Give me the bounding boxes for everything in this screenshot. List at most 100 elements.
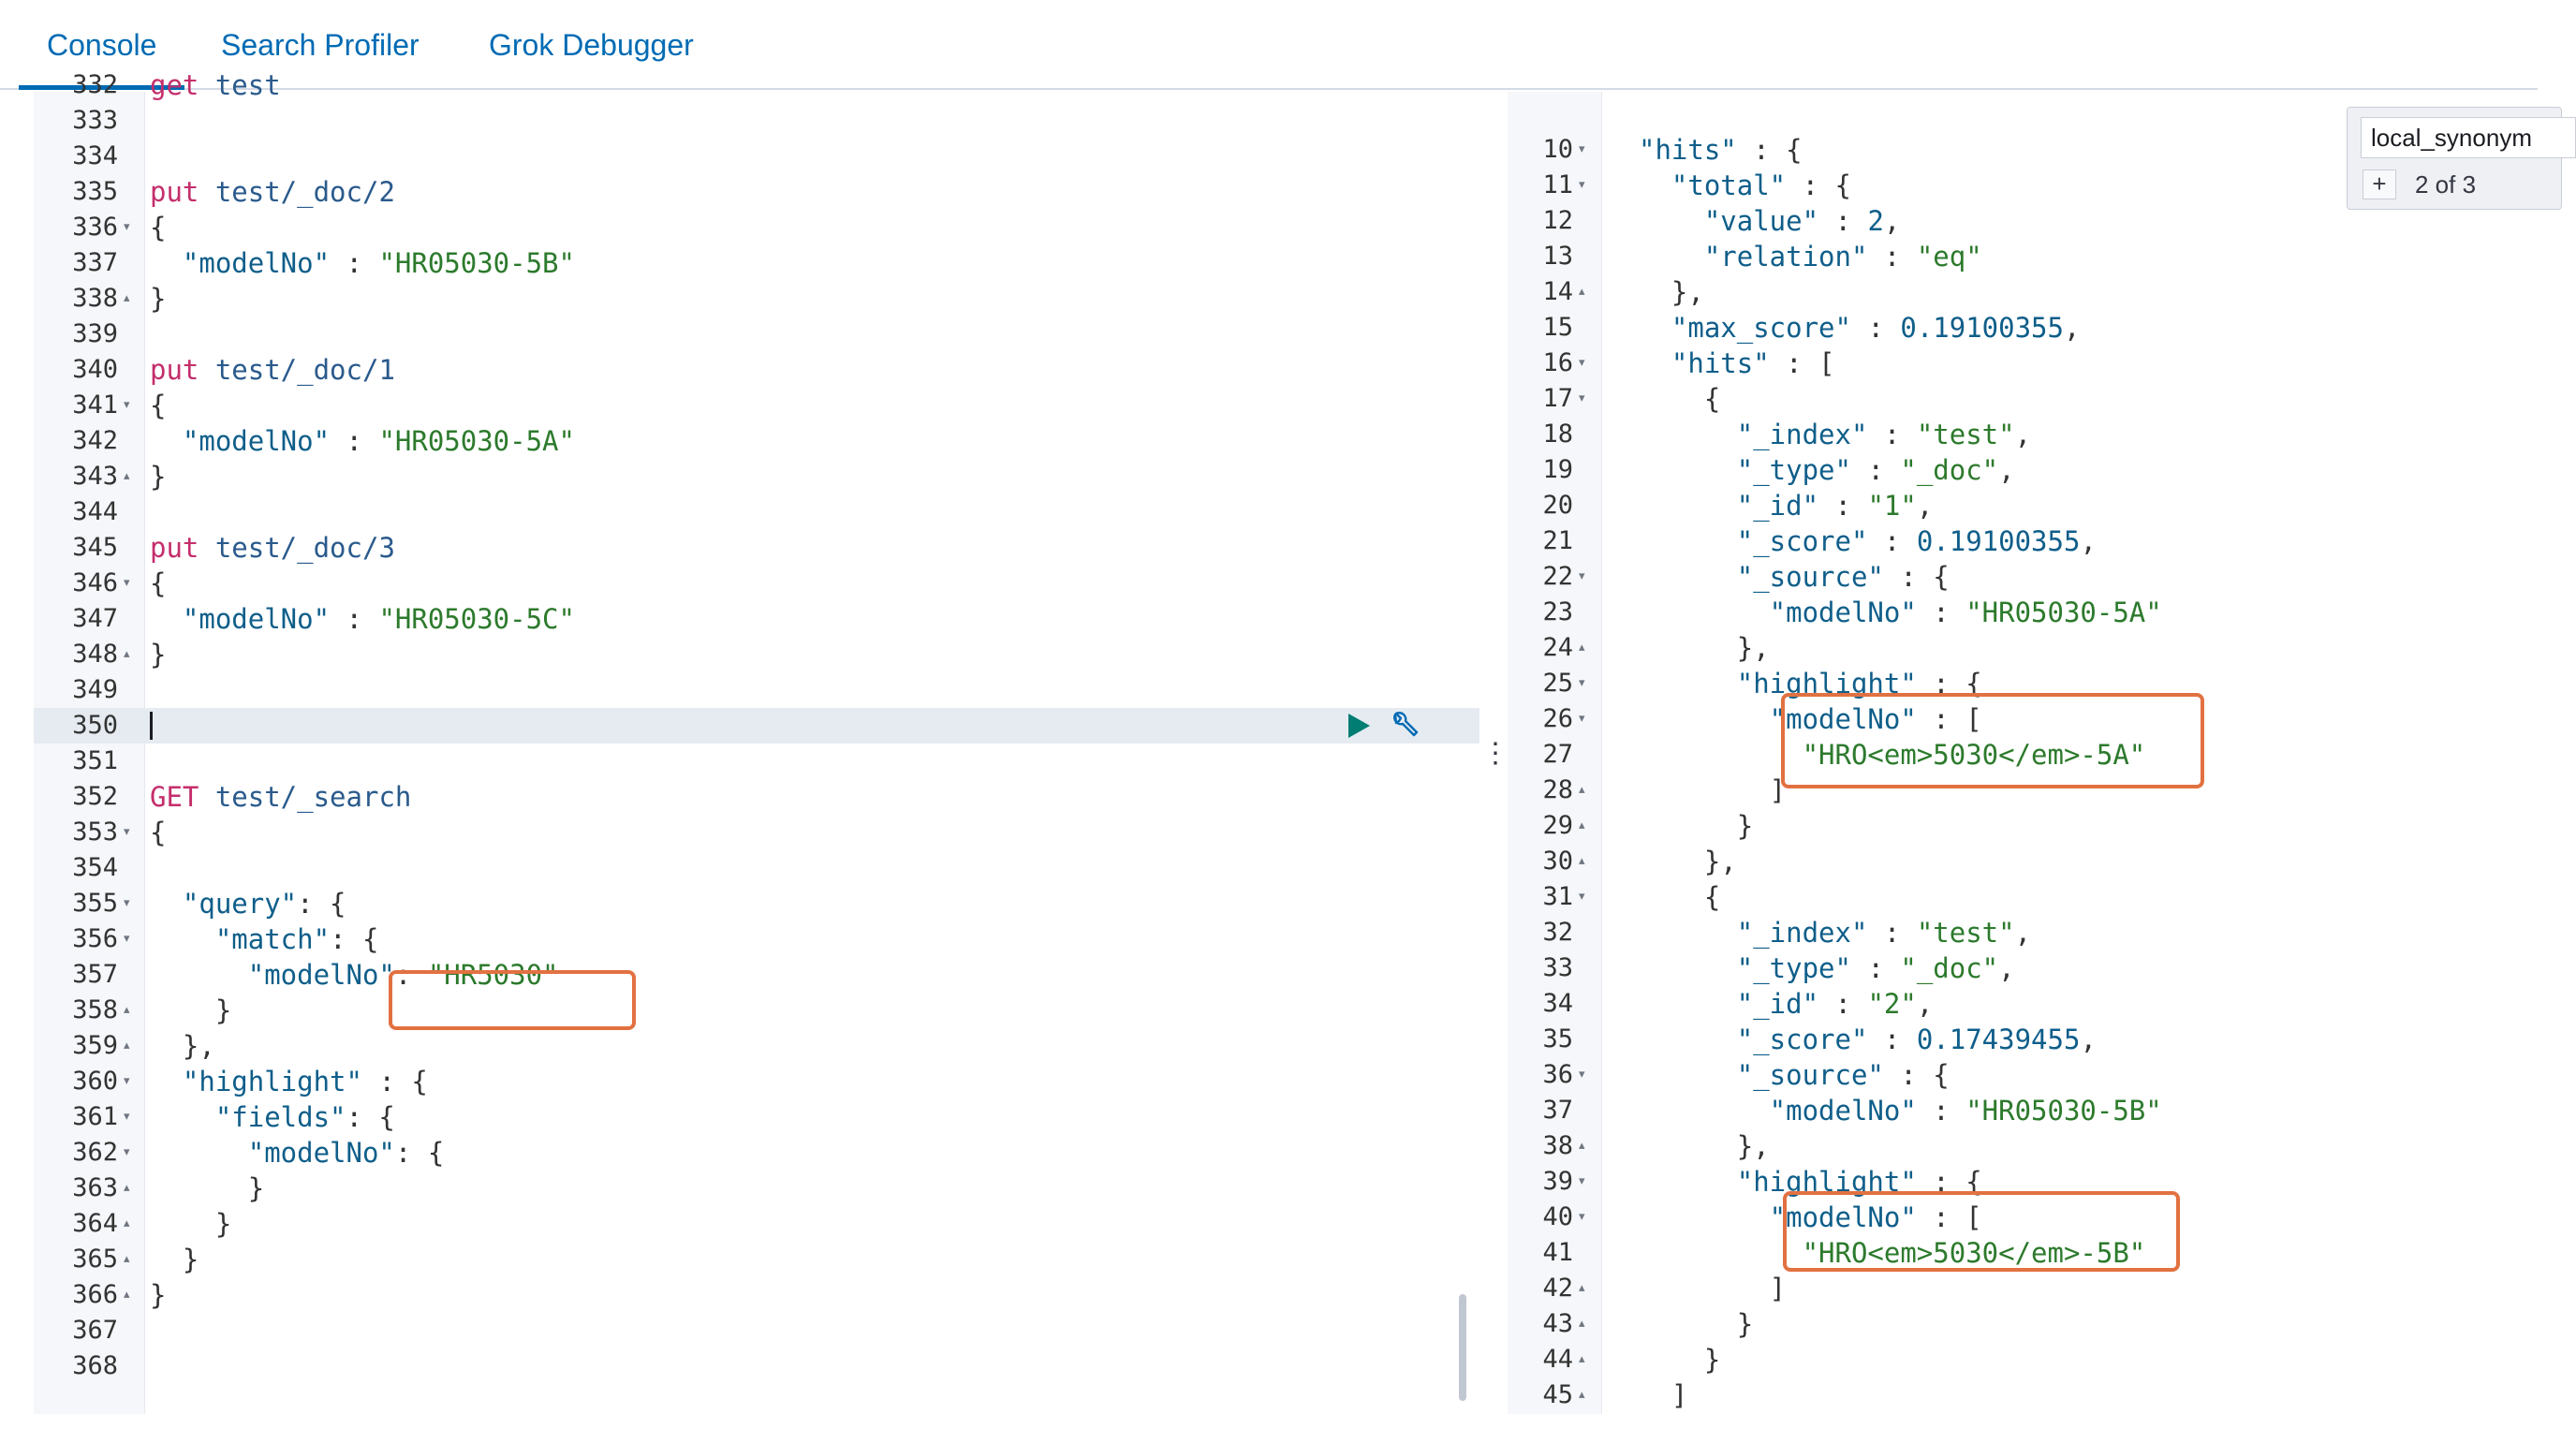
fold-toggle-icon[interactable]: ▴ [124,469,130,483]
fold-toggle-icon[interactable]: ▴ [124,1216,130,1230]
fold-toggle-icon[interactable]: ▾ [124,932,130,946]
code-token: put [150,176,215,208]
output-line: 15 "max_score" : 0.19100355, [1508,310,2538,346]
line-number: 351 [72,746,118,775]
line-number: 340 [72,355,118,384]
fold-toggle-icon[interactable]: ▾ [1579,178,1585,192]
fold-toggle-icon[interactable]: ▾ [124,1110,130,1124]
fold-toggle-icon[interactable]: ▴ [124,1252,130,1266]
pane-resizer[interactable]: ⋮ [1481,738,1509,769]
fold-toggle-icon[interactable]: ▴ [1579,641,1585,655]
fold-toggle-icon[interactable]: ▴ [1579,854,1585,868]
code-text: ] [1639,1271,1786,1306]
request-options-button[interactable] [1388,709,1421,743]
line-number: 353 [72,818,118,847]
code-token: , [2014,419,2032,450]
fold-toggle-icon[interactable]: ▴ [1579,285,1585,299]
fold-toggle-icon[interactable]: ▴ [1579,1352,1585,1366]
code-text: { [150,210,166,245]
line-number: 360 [72,1067,118,1096]
fold-toggle-icon[interactable]: ▴ [1579,783,1585,797]
code-token: "match" [150,923,331,955]
code-token: }, [1639,1130,1770,1162]
code-token: } [150,639,167,670]
search-replace-toggle[interactable]: + [2363,169,2396,199]
fold-toggle-icon[interactable]: ▾ [124,576,130,590]
active-line-highlight [34,708,1479,744]
fold-toggle-icon[interactable]: ▴ [124,647,130,661]
line-number: 355 [72,889,118,918]
code-token: , [1916,988,1934,1020]
line-number: 345 [72,533,118,562]
fold-toggle-icon[interactable]: ▾ [124,220,130,234]
line-number: 44 [1542,1345,1573,1374]
code-token: : [330,603,379,635]
line-number: 341 [72,390,118,420]
code-token: : [1867,241,1917,273]
fold-toggle-icon[interactable]: ▾ [124,825,130,839]
fold-toggle-icon[interactable]: ▴ [1579,1388,1585,1402]
code-text: "relation" : "eq" [1639,239,1982,274]
code-text: } [150,1242,199,1277]
fold-toggle-icon[interactable]: ▴ [124,1181,130,1195]
code-token: : { [1916,668,1982,700]
line-number: 338 [72,284,118,313]
editor-scrollbar[interactable] [1459,1294,1466,1401]
code-token: "HR5030" [427,959,559,991]
fold-toggle-icon[interactable]: ▾ [1579,142,1585,156]
fold-toggle-icon[interactable]: ▴ [124,1003,130,1017]
tab-search-profiler[interactable]: Search Profiler [221,28,420,62]
fold-toggle-icon[interactable]: ▾ [124,896,130,910]
fold-toggle-icon[interactable]: ▴ [1579,1317,1585,1331]
code-token: "modelNo" [150,603,331,635]
code-token: } [150,461,167,493]
code-token: , [1883,205,1901,237]
tab-grok-debugger[interactable]: Grok Debugger [489,28,694,62]
line-number: 22 [1542,562,1573,591]
fold-toggle-icon[interactable]: ▾ [1579,676,1585,690]
output-line: 17▾ { [1508,381,2538,417]
fold-toggle-icon[interactable]: ▾ [1579,890,1585,904]
code-token: "_id" [1639,490,1819,522]
fold-toggle-icon[interactable]: ▾ [1579,356,1585,370]
fold-toggle-icon[interactable]: ▴ [1579,1281,1585,1295]
line-number: 45 [1542,1380,1573,1409]
line-number: 38 [1542,1131,1573,1160]
fold-toggle-icon[interactable]: ▾ [1579,391,1585,405]
fold-toggle-icon[interactable]: ▾ [1579,1068,1585,1082]
line-number: 15 [1542,313,1573,342]
code-token: "modelNo" [150,959,395,991]
fold-toggle-icon[interactable]: ▴ [1579,818,1585,832]
fold-toggle-icon[interactable]: ▾ [1579,1174,1585,1188]
fold-toggle-icon[interactable]: ▾ [1579,569,1585,583]
search-input[interactable] [2361,117,2576,158]
editor-line: 341▾{ [34,388,1479,423]
editor-line: 355▾ "query": { [34,886,1479,921]
fold-toggle-icon[interactable]: ▾ [1579,712,1585,726]
editor-line: 367 [34,1313,1479,1348]
line-number: 17 [1542,384,1573,413]
fold-toggle-icon[interactable]: ▴ [124,1039,130,1053]
response-output[interactable]: 10▾"hits" : {11▾ "total" : {12 "value" :… [1508,92,2538,1414]
fold-toggle-icon[interactable]: ▴ [124,291,130,305]
code-token: , [2080,1024,2097,1055]
fold-toggle-icon[interactable]: ▾ [1579,1210,1585,1224]
code-token: "HR05030-5B" [378,247,575,279]
line-number: 361 [72,1102,118,1131]
editor-line: 337 "modelNo" : "HR05030-5B" [34,245,1479,281]
tab-console[interactable]: Console [19,0,185,90]
code-token: "_score" [1639,1024,1868,1055]
send-request-button[interactable] [1341,709,1375,743]
line-number: 36 [1542,1060,1573,1089]
fold-toggle-icon[interactable]: ▴ [124,1288,130,1302]
code-token: : { [1916,1166,1982,1198]
fold-toggle-icon[interactable]: ▾ [124,398,130,412]
fold-toggle-icon[interactable]: ▾ [124,1145,130,1159]
line-number: 20 [1542,491,1573,520]
code-token: , [1998,454,2015,486]
fold-toggle-icon[interactable]: ▾ [124,1074,130,1088]
line-number: 19 [1542,455,1573,484]
fold-toggle-icon[interactable]: ▴ [1579,1139,1585,1153]
